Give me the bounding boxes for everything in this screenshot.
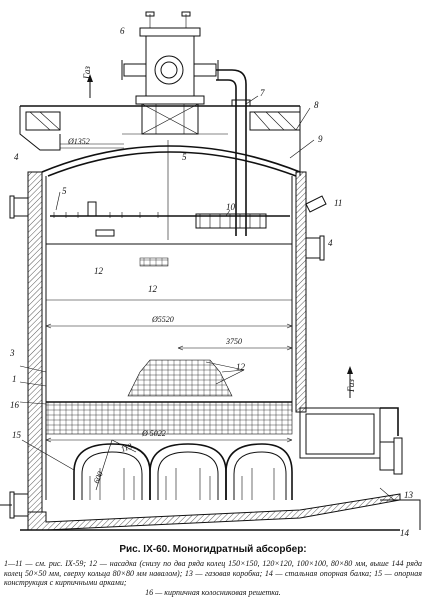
callout-6: 6 — [120, 26, 125, 36]
absorber-drawing: Газ Газ 6 7 8 9 5 5 4 4 10 11 12 12 12 3… — [0, 11, 421, 538]
dim-600: 600 — [92, 470, 105, 485]
dim-3750: 3750 — [225, 337, 242, 346]
callout-5a: 5 — [182, 152, 187, 162]
gas-box — [299, 407, 403, 475]
caption-tail: 16 — кирпичная колосниковая решетка. — [145, 587, 281, 597]
absorber-shell — [27, 171, 307, 513]
callout-8: 8 — [314, 100, 319, 110]
side-nozzles — [9, 195, 327, 261]
figure-caption: Рис. IX-60. Моногидратный абсорбер: 1—11… — [4, 544, 422, 597]
callout-15: 15 — [12, 430, 22, 440]
callout-7: 7 — [260, 88, 265, 98]
callout-16: 16 — [10, 400, 20, 410]
callout-5b: 5 — [62, 186, 67, 196]
packing-pyramid — [127, 359, 233, 397]
gas-flow-arrows — [0, 74, 353, 506]
callout-1: 1 — [12, 374, 17, 384]
roof-frame — [19, 105, 301, 176]
brick-arches — [73, 443, 293, 500]
callout-11: 11 — [334, 198, 342, 208]
bottom-base — [0, 491, 421, 531]
callout-10: 10 — [226, 202, 236, 212]
upper-packing — [46, 243, 292, 301]
caption-title: Рис. IX-60. Моногидратный абсорбер: — [119, 544, 307, 555]
callout-13: 13 — [404, 490, 414, 500]
caption-text: 1—11 — см. рис. IX-59; 12 — насадка (сни… — [4, 559, 422, 587]
dimension-lines — [45, 143, 293, 491]
callout-4a: 4 — [14, 152, 19, 162]
callout-14: 14 — [400, 528, 410, 538]
callout-3: 3 — [9, 348, 15, 358]
callout-12a: 12 — [94, 266, 104, 276]
dim-1352: Ø1352 — [67, 137, 90, 146]
absorber-dome — [41, 133, 301, 177]
brick-grate — [45, 401, 293, 435]
callout-9: 9 — [318, 134, 323, 144]
dim-5520: Ø5520 — [151, 315, 174, 324]
top-hatch-assembly — [121, 11, 219, 135]
distribution-troughs — [50, 140, 290, 240]
leader-lines — [19, 95, 395, 501]
dim-113: 113 — [120, 442, 134, 454]
label-gas-right: Газ — [346, 379, 356, 393]
dim-5022: Ø 5022 — [141, 429, 166, 438]
label-gas-left: Газ — [82, 66, 92, 80]
callout-12c: 12 — [236, 362, 246, 372]
caption-body: 1—11 — см. рис. IX-59; 12 — насадка (сни… — [4, 559, 422, 597]
callout-4b: 4 — [328, 238, 333, 248]
callout-12b: 12 — [148, 284, 158, 294]
